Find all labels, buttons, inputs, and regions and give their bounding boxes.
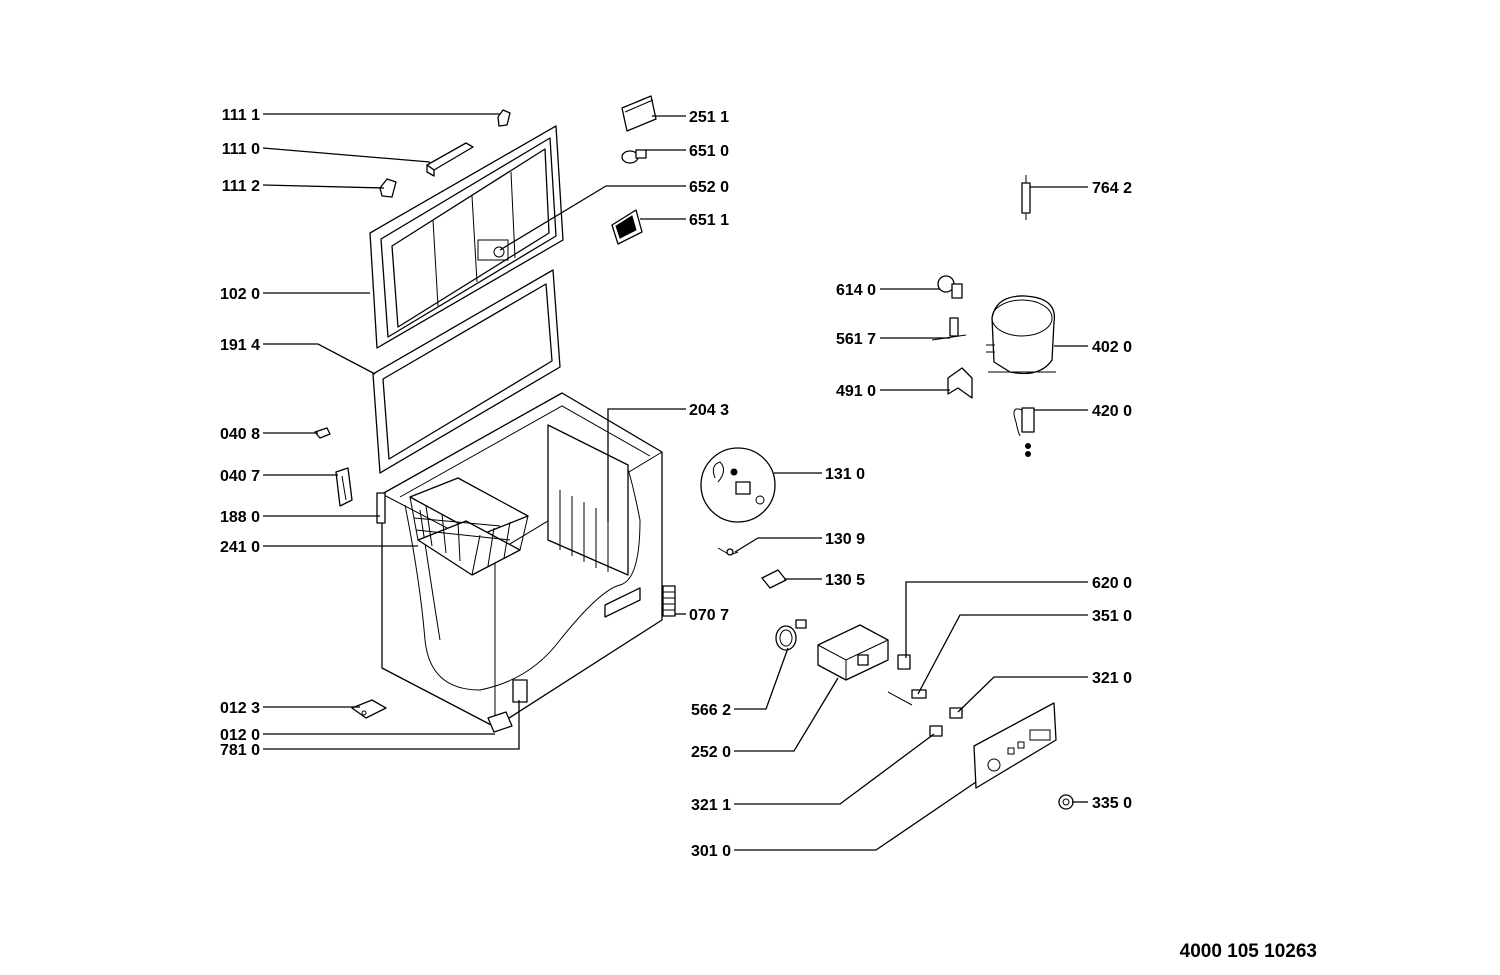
part-label-0707: 070 7 [689,607,729,624]
part-label-1309: 130 9 [825,531,865,548]
part-label-0408: 040 8 [220,426,260,443]
part-label-0120: 012 0 [220,727,260,744]
dryer-filter-drawing [1021,175,1031,220]
hinge-detail-circle-drawing [700,447,776,523]
control-box-drawing [817,624,889,681]
light-cover-drawing [621,95,657,132]
part-label-2511: 251 1 [689,109,729,126]
part-label-6140: 614 0 [836,282,876,299]
control-panel-drawing [973,702,1057,789]
gasket-drawing [372,269,561,474]
part-label-6200: 620 0 [1092,575,1132,592]
lamp-drawing [621,149,647,164]
part-label-7810: 781 0 [220,742,260,759]
part-label-1880: 188 0 [220,509,260,526]
clip-0408-drawing [314,427,331,439]
hinge-cover-drawing [761,569,787,589]
part-label-3211: 321 1 [691,797,731,814]
part-label-1111: 111 1 [222,107,260,124]
bracket-0123-drawing [351,699,387,719]
part-label-1914: 191 4 [220,337,260,354]
part-label-6511: 651 1 [689,212,729,229]
part-label-4910: 491 0 [836,383,876,400]
part-label-5617: 561 7 [836,331,876,348]
part-label-2520: 252 0 [691,744,731,761]
part-label-6520: 652 0 [689,179,729,196]
lid-drawing [369,125,564,349]
relay-drawing [937,275,963,299]
thermostat-drawing [887,654,963,737]
part-labels: 111 1 111 0 111 2 102 0 191 4 040 8 040 … [220,107,1132,860]
thermostat-sensor-drawing [717,547,739,556]
part-label-0407: 040 7 [220,468,260,485]
part-label-5662: 566 2 [691,702,731,719]
part-label-4020: 402 0 [1092,339,1132,356]
part-label-2043: 204 3 [689,402,729,419]
part-label-2410: 241 0 [220,539,260,556]
part-label-6510: 651 0 [689,143,729,160]
thermal-protector-drawing [931,317,967,341]
knob-drawing [1058,794,1074,810]
part-label-1112: 111 2 [222,178,260,195]
spring-drawing [775,619,807,651]
basket-drawing [409,477,529,576]
hinge-cap-1112-drawing [379,178,397,198]
part-label-3510: 351 0 [1092,608,1132,625]
handle-1110-drawing [426,142,474,177]
part-label-3350: 335 0 [1092,795,1132,812]
document-number: 4000 105 10263 [1180,941,1317,962]
part-label-3010: 301 0 [691,843,731,860]
relay-cover-drawing [947,367,973,399]
leader-lines [262,113,1088,851]
part-label-4200: 420 0 [1092,403,1132,420]
part-label-1020: 102 0 [220,286,260,303]
compressor-drawing [986,295,1056,375]
light-switch-drawing [611,209,643,245]
bracket-0407-drawing [335,467,353,507]
part-label-7642: 764 2 [1092,180,1132,197]
part-label-1310: 131 0 [825,466,865,483]
part-label-1305: 130 5 [825,572,865,589]
part-label-3210: 321 0 [1092,670,1132,687]
capacitor-drawing [1013,407,1035,457]
hinge-cap-1111-drawing [497,109,511,127]
part-label-1110: 111 0 [222,141,260,158]
part-label-0123: 012 3 [220,700,260,717]
